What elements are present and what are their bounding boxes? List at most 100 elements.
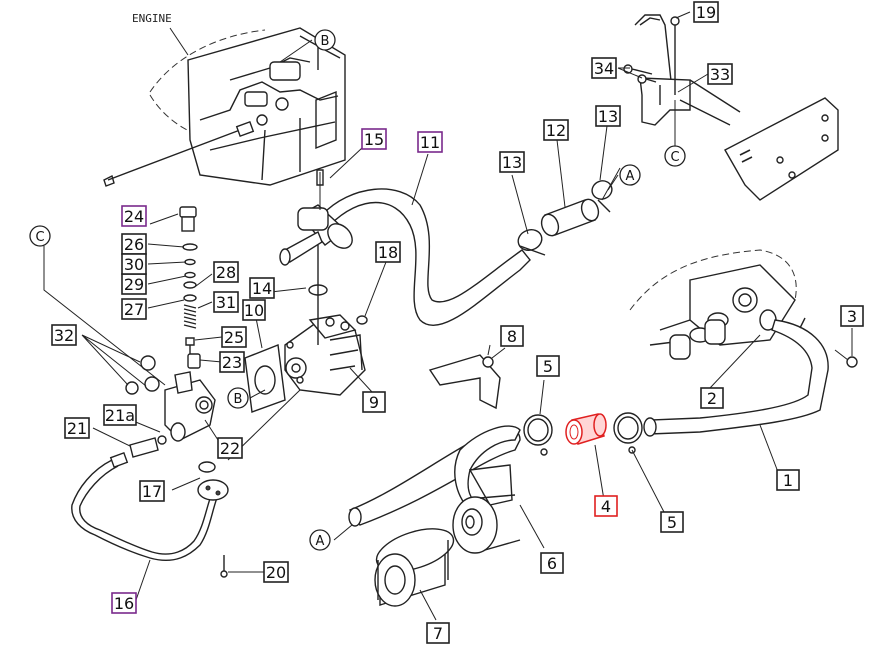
callout-c13a: 13 (499, 151, 525, 173)
coupler-4-highlighted (565, 413, 607, 445)
callout-box (221, 326, 247, 348)
callout-number: 29 (124, 275, 144, 294)
ref-c-left: C (29, 225, 51, 247)
callout-box (213, 291, 239, 313)
callout-number: 34 (594, 59, 614, 78)
ref-b-bottom: B (227, 387, 249, 409)
callout-number: 9 (369, 393, 379, 412)
callout-c1: 1 (776, 469, 800, 491)
callout-number: 13 (502, 153, 522, 172)
callout-number: 33 (710, 65, 730, 84)
pipe-16 (71, 452, 219, 562)
callout-box (594, 495, 618, 517)
callout-c6: 6 (540, 552, 564, 574)
callout-number: 19 (696, 3, 716, 22)
valve-stack (179, 206, 201, 369)
callout-box (213, 261, 239, 283)
callout-box (362, 391, 386, 413)
callout-c20: 20 (263, 561, 289, 583)
callout-box (499, 151, 525, 173)
callout-number: 5 (667, 513, 677, 532)
callout-c30: 30 (121, 253, 147, 275)
callout-number: 26 (124, 235, 144, 254)
bracket-8-hose-6 (348, 344, 521, 554)
callout-number: 32 (54, 326, 74, 345)
callout-c5b: 5 (660, 511, 684, 533)
callout-box (375, 241, 401, 263)
callout-c12: 12 (543, 119, 569, 141)
callout-number: 22 (220, 439, 240, 458)
callout-number: 28 (216, 263, 236, 282)
engine-block: ENGINE (103, 12, 346, 187)
callout-labels: 12345567891011121313141516171819202121a2… (51, 1, 864, 644)
callout-box (139, 480, 165, 502)
callout-c5a: 5 (536, 355, 560, 377)
callout-c19: 19 (693, 1, 719, 23)
callout-c4: 4 (594, 495, 618, 517)
engine-label: ENGINE (132, 12, 172, 25)
callout-c23: 23 (219, 351, 245, 373)
callout-number: 27 (124, 300, 144, 319)
callout-c9: 9 (362, 391, 386, 413)
ref-c-left-text: C (35, 230, 44, 245)
callout-c27: 27 (121, 298, 147, 320)
callout-box (64, 417, 90, 439)
callout-number: 15 (364, 130, 384, 149)
callout-box (536, 355, 560, 377)
callout-number: 30 (124, 255, 144, 274)
callout-number: 8 (507, 327, 517, 346)
callout-c21: 21 (64, 417, 90, 439)
callout-box (51, 324, 77, 346)
callout-c15: 15 (361, 128, 387, 150)
callout-c22: 22 (217, 437, 243, 459)
callout-number: 3 (847, 307, 857, 326)
callout-box (249, 277, 275, 299)
callout-number: 1 (783, 471, 793, 490)
callout-box (595, 105, 621, 127)
ref-c-right: C (664, 145, 686, 167)
ref-a-bottom-text: A (316, 534, 325, 549)
callout-c11: 11 (417, 131, 443, 153)
callout-number: 18 (378, 243, 398, 262)
oring-14-18 (308, 245, 368, 345)
callout-box (776, 469, 800, 491)
callout-box (219, 351, 245, 373)
callout-number: 24 (124, 207, 144, 226)
callout-box (707, 63, 733, 85)
callout-number: 21a (105, 406, 135, 425)
callout-c18: 18 (375, 241, 401, 263)
banjo-17 (197, 461, 229, 578)
callout-c21a: 21a (103, 404, 137, 426)
callout-number: 16 (114, 594, 134, 613)
callout-box (242, 299, 266, 321)
callout-number: 7 (433, 624, 443, 643)
clamps-5 (523, 412, 643, 456)
callout-c32: 32 (51, 324, 77, 346)
callout-c10: 10 (242, 299, 266, 321)
air-filter-7 (374, 528, 455, 607)
pump-9 (284, 314, 366, 396)
callout-c24: 24 (121, 205, 147, 227)
callout-c26: 26 (121, 233, 147, 255)
callout-box (217, 437, 243, 459)
callout-c8: 8 (500, 325, 524, 347)
ref-b-top-text: B (321, 34, 330, 49)
callout-number: 25 (224, 328, 244, 347)
callout-number: 13 (598, 107, 618, 126)
callout-number: 14 (252, 279, 272, 298)
callout-number: 12 (546, 121, 566, 140)
callout-c25: 25 (221, 326, 247, 348)
callout-number: 11 (420, 133, 440, 152)
callout-box (500, 325, 524, 347)
ref-a-bottom: A (309, 529, 331, 551)
ref-b-top: B (314, 29, 336, 51)
ref-a-top-text: A (626, 169, 635, 184)
callout-box (121, 298, 147, 320)
callout-box (103, 404, 137, 426)
callout-box (111, 592, 137, 614)
callout-number: 20 (266, 563, 286, 582)
callout-c7: 7 (426, 622, 450, 644)
fitting-21 (129, 435, 167, 458)
